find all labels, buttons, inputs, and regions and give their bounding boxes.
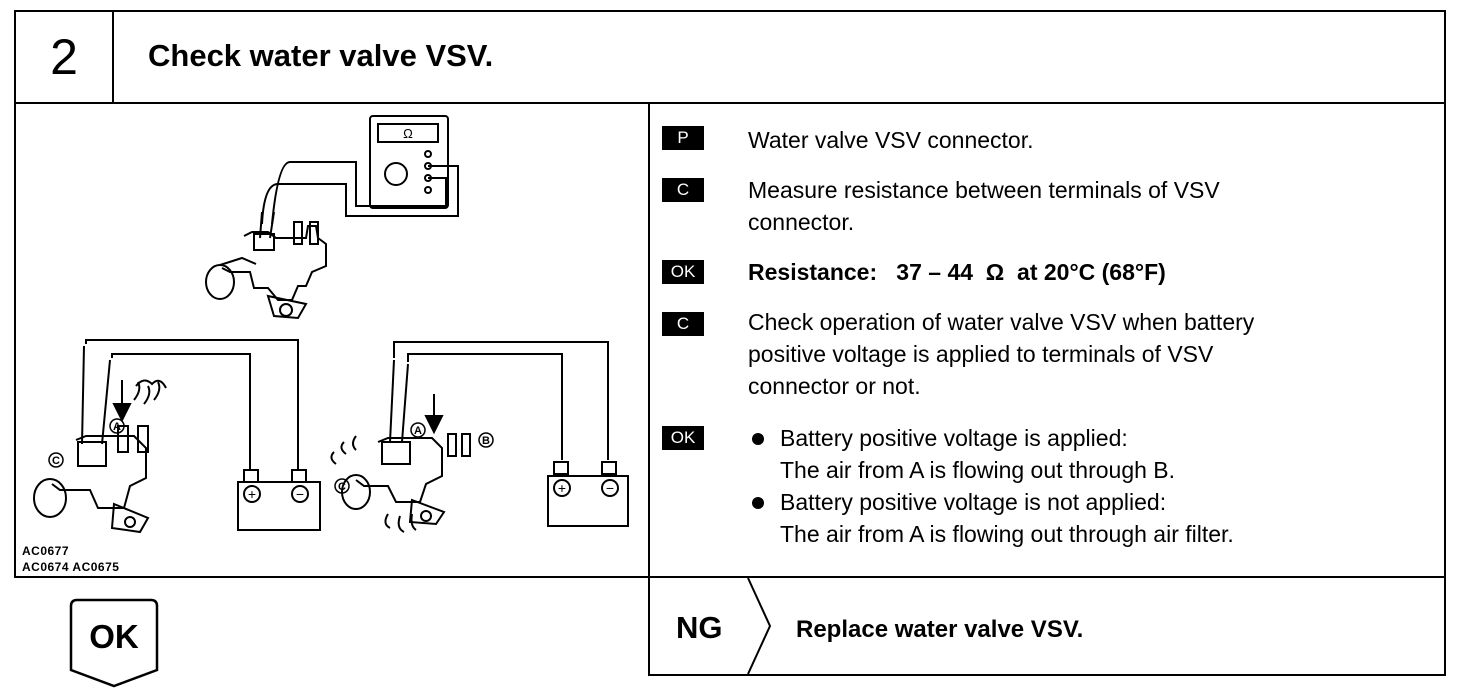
instruction-text: Battery positive voltage is applied: The… bbox=[748, 422, 1414, 550]
illustration-panel: Ω bbox=[16, 104, 650, 578]
instruction-text: Measure resistance between terminals of … bbox=[748, 177, 1220, 235]
ok-arrow-icon bbox=[69, 598, 159, 688]
valve-battery-not-applied: + − bbox=[330, 341, 629, 533]
ng-arrow-divider bbox=[747, 578, 772, 674]
resistance-spec: Resistance: 37 – 44 Ω at 20°C (68°F) bbox=[748, 259, 1166, 285]
svg-text:−: − bbox=[296, 486, 304, 502]
badge-ok: OK bbox=[662, 426, 704, 450]
label-a2: A bbox=[414, 425, 422, 437]
water-valve-icon bbox=[205, 211, 327, 320]
ng-action: Replace water valve VSV. bbox=[796, 616, 1084, 643]
valve-battery-applied: + − bbox=[33, 339, 321, 534]
step-body: Ω bbox=[14, 102, 1446, 578]
ng-result-box: NG Replace water valve VSV. bbox=[648, 576, 1446, 676]
badge-c: C bbox=[662, 312, 704, 336]
label-b2: B bbox=[482, 435, 490, 447]
instruction-text: Check operation of water valve VSV when … bbox=[748, 309, 1255, 399]
svg-text:−: − bbox=[606, 480, 614, 496]
bullet-icon bbox=[752, 433, 764, 445]
badge-c: C bbox=[662, 178, 704, 202]
badge-ok: OK bbox=[662, 260, 704, 284]
bullet-item: Battery positive voltage is not applied: bbox=[748, 486, 1414, 518]
meter-symbol: Ω bbox=[403, 126, 413, 141]
svg-text:+: + bbox=[248, 486, 256, 502]
step-number: 2 bbox=[16, 12, 114, 102]
label-a1: A bbox=[113, 421, 121, 433]
bullet-icon bbox=[752, 497, 764, 509]
ng-label: NG bbox=[676, 610, 723, 645]
label-c2: C bbox=[338, 481, 346, 493]
figure-code: AC0674 AC0675 bbox=[22, 560, 120, 574]
ok-label: OK bbox=[89, 618, 139, 655]
ohmmeter-icon: Ω bbox=[369, 115, 449, 209]
badge-p: P bbox=[662, 126, 704, 150]
instruction-text: Water valve VSV connector. bbox=[748, 127, 1034, 153]
svg-text:+: + bbox=[558, 480, 566, 496]
ok-result-box: OK bbox=[66, 598, 162, 690]
bullet-item: Battery positive voltage is applied: bbox=[748, 422, 1414, 454]
step-header: 2 Check water valve VSV. bbox=[14, 10, 1446, 104]
vsv-test-illustration: Ω bbox=[33, 115, 629, 534]
label-c1: C bbox=[52, 455, 60, 467]
figure-code: AC0677 bbox=[22, 544, 70, 558]
step-title: Check water valve VSV. bbox=[148, 38, 494, 73]
